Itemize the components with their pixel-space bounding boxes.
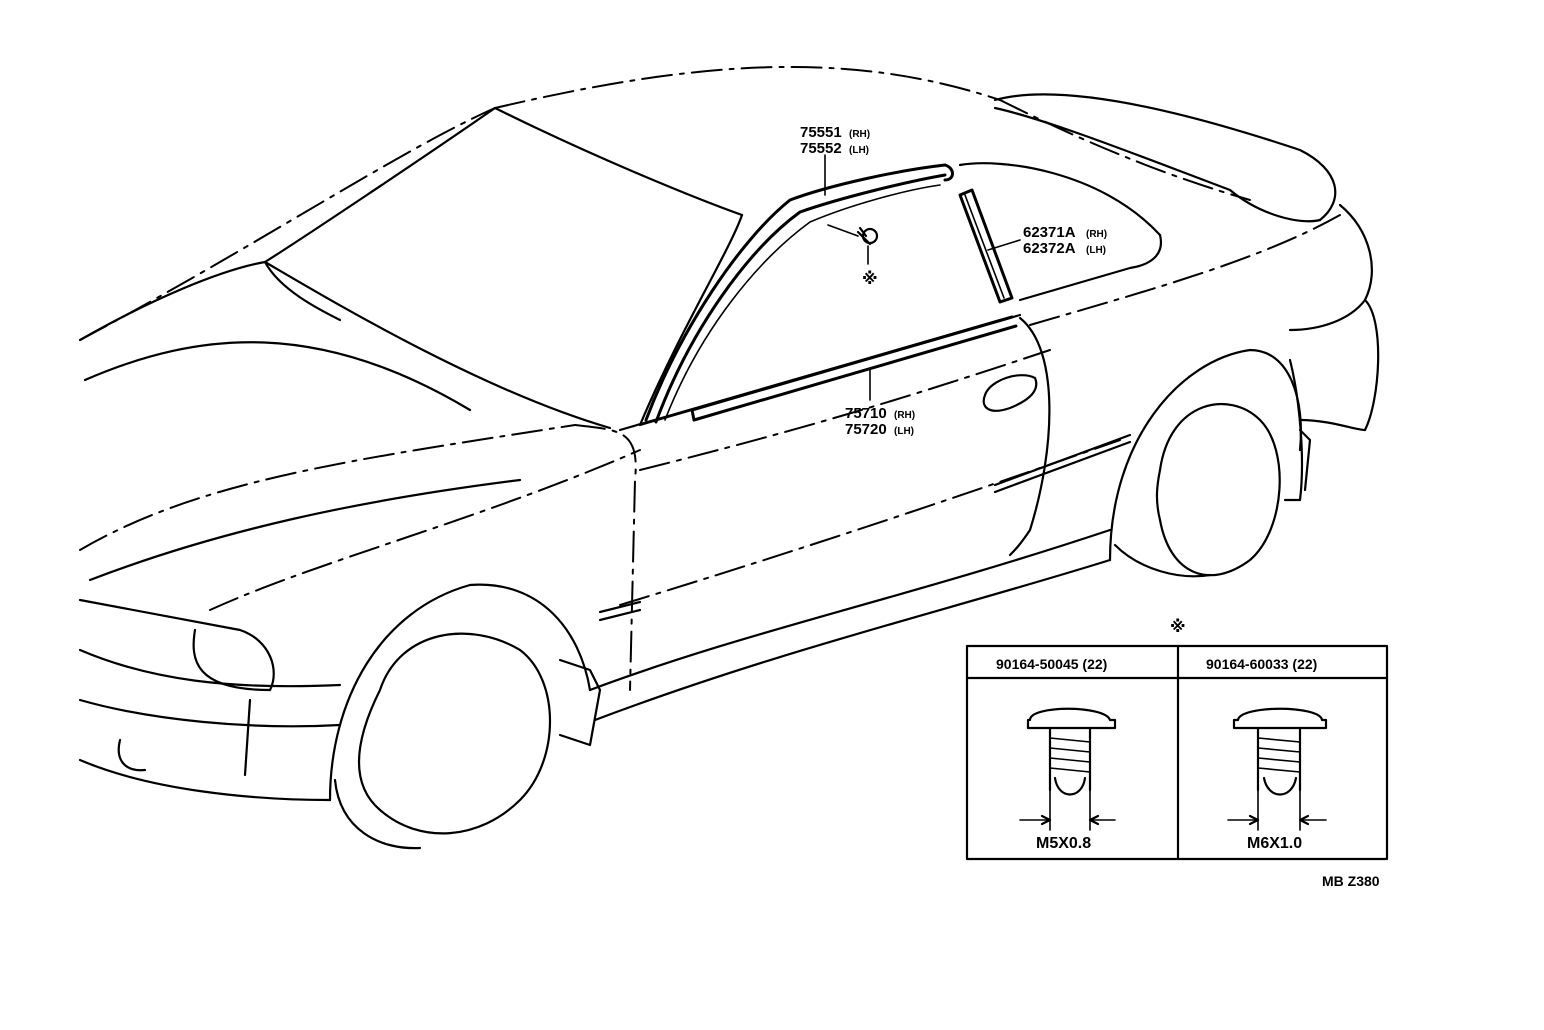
clip-part-number-2: 90164-60033 (22) bbox=[1206, 656, 1317, 672]
clip-icon[interactable] bbox=[856, 226, 879, 265]
clip-spec-table: ※ 90164-50045 (22) 90164-60033 (22) M5X0… bbox=[965, 617, 1389, 861]
clip-part-number-1: 90164-50045 (22) bbox=[996, 656, 1107, 672]
leader-lines bbox=[824, 154, 1021, 401]
upper-window-molding[interactable] bbox=[644, 163, 954, 424]
side-rh: (RH) bbox=[894, 410, 915, 421]
car-body-outline bbox=[78, 66, 1380, 850]
clip-thread-2: M6X1.0 bbox=[1247, 835, 1302, 852]
callout-upper-molding: 75551 (RH) 75552 (LH) bbox=[800, 124, 870, 157]
part-number-rh: 75551 bbox=[800, 124, 842, 141]
table-reference-mark: ※ bbox=[1170, 617, 1186, 636]
side-rh: (RH) bbox=[1086, 229, 1107, 240]
part-number-lh: 75552 bbox=[800, 140, 842, 157]
side-lh: (LH) bbox=[1086, 245, 1106, 256]
side-lh: (LH) bbox=[849, 145, 869, 156]
part-number-rh: 62371A bbox=[1023, 224, 1076, 241]
diagram-code: MB Z380 bbox=[1322, 873, 1380, 889]
callout-belt-molding: 75710 (RH) 75720 (LH) bbox=[845, 405, 915, 438]
callout-pillar-garnish: 62371A (RH) 62372A (LH) bbox=[1023, 224, 1107, 257]
clip-drawing-2 bbox=[1227, 707, 1328, 831]
part-number-lh: 62372A bbox=[1023, 240, 1076, 257]
clip-drawing-1 bbox=[1019, 707, 1117, 831]
part-number-lh: 75720 bbox=[845, 421, 887, 438]
side-rh: (RH) bbox=[849, 129, 870, 140]
part-number-rh: 75710 bbox=[845, 405, 887, 422]
clip-reference-mark: ※ bbox=[862, 269, 878, 288]
rear-pillar-garnish[interactable] bbox=[958, 188, 1014, 304]
side-lh: (LH) bbox=[894, 426, 914, 437]
clip-thread-1: M5X0.8 bbox=[1036, 835, 1091, 852]
belt-molding[interactable] bbox=[690, 315, 1018, 422]
